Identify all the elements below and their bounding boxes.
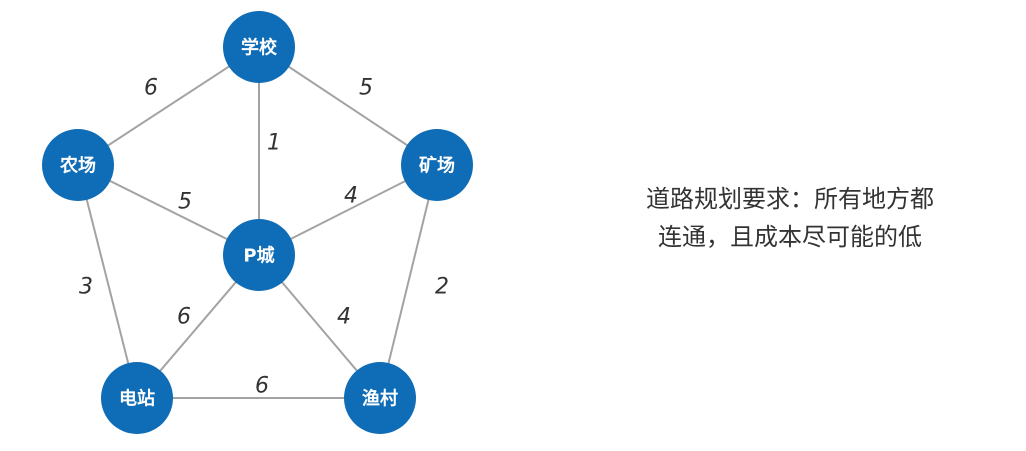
node-circle-pcity bbox=[223, 219, 295, 291]
node-mine: 矿场 bbox=[401, 129, 473, 201]
edge-weight-mine-fishing: 2 bbox=[435, 275, 449, 300]
requirement-caption: 道路规划要求：所有地方都 连通，且成本尽可能的低 bbox=[600, 180, 980, 256]
node-label-fishing: 渔村 bbox=[362, 388, 398, 410]
edge-weight-farm-power: 3 bbox=[79, 275, 93, 300]
edge-weight-pcity-fishing: 4 bbox=[337, 305, 351, 330]
caption-line-1: 道路规划要求：所有地方都 bbox=[646, 185, 934, 213]
edge-weight-power-fishing: 6 bbox=[255, 374, 269, 399]
edge-weight-layer: 6 5 1 5 4 3 2 6 4 6 bbox=[79, 76, 449, 399]
node-power: 电站 bbox=[101, 362, 173, 434]
node-pcity: P城 bbox=[223, 219, 295, 291]
edge-weight-school-mine: 5 bbox=[359, 76, 373, 101]
edge-school-farm bbox=[77, 46, 260, 166]
node-label-mine: 矿场 bbox=[419, 155, 455, 177]
node-label-school: 学校 bbox=[241, 37, 278, 59]
edge-mine-fishing bbox=[379, 164, 438, 399]
node-farm: 农场 bbox=[42, 129, 114, 201]
node-circle-farm bbox=[42, 129, 114, 201]
edge-weight-school-farm: 6 bbox=[144, 76, 158, 101]
edge-weight-mine-pcity: 4 bbox=[344, 184, 358, 209]
node-label-farm: 农场 bbox=[59, 155, 96, 177]
node-circle-school bbox=[223, 11, 295, 83]
edge-weight-pcity-power: 6 bbox=[177, 305, 191, 330]
edge-farm-power bbox=[77, 164, 138, 399]
edge-weight-school-pcity: 1 bbox=[267, 131, 281, 156]
node-circle-mine bbox=[401, 129, 473, 201]
node-label-power: 电站 bbox=[119, 388, 155, 410]
node-fishing: 渔村 bbox=[344, 362, 416, 434]
node-circle-fishing bbox=[344, 362, 416, 434]
node-school: 学校 bbox=[223, 11, 295, 83]
node-circle-power bbox=[101, 362, 173, 434]
caption-line-2: 连通，且成本尽可能的低 bbox=[658, 223, 922, 251]
node-label-pcity: P城 bbox=[243, 245, 274, 267]
edge-weight-farm-pcity: 5 bbox=[178, 190, 192, 215]
